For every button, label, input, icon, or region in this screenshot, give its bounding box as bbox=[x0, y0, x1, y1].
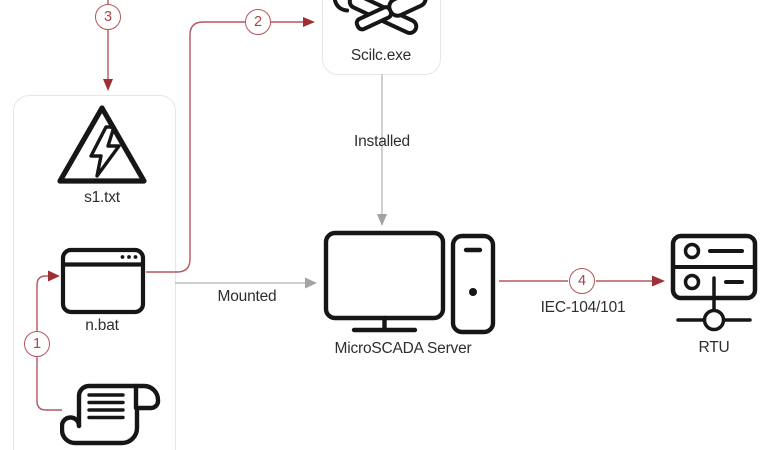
app-window-icon bbox=[60, 247, 146, 315]
step-marker-4: 4 bbox=[569, 268, 595, 294]
installed-edge-label: Installed bbox=[354, 133, 410, 150]
mounted-edge-label: Mounted bbox=[217, 288, 277, 305]
warning-triangle-icon bbox=[57, 105, 147, 184]
flow-step2-line bbox=[146, 17, 315, 273]
microscada-label: MicroSCADA Server bbox=[334, 340, 472, 357]
s1txt-label: s1.txt bbox=[84, 189, 120, 206]
flow-step4-line bbox=[499, 275, 665, 287]
server-rack-network-icon bbox=[670, 233, 758, 332]
flow-step1-line bbox=[36, 270, 62, 411]
scilc-label: Scilc.exe bbox=[350, 47, 412, 64]
installed-line bbox=[377, 74, 387, 226]
crossed-tools-icon bbox=[333, 0, 428, 35]
scroll-icon bbox=[60, 383, 161, 446]
nbat-label: n.bat bbox=[85, 317, 119, 334]
mounted-line bbox=[175, 277, 317, 289]
monitor-icon bbox=[323, 230, 446, 333]
step-marker-1: 1 bbox=[24, 331, 50, 357]
step-marker-2: 2 bbox=[245, 9, 271, 35]
iec-edge-label: IEC-104/101 bbox=[540, 299, 626, 316]
tower-pc-icon bbox=[450, 233, 496, 335]
step-marker-3: 3 bbox=[95, 4, 121, 30]
flow-step3-line bbox=[103, 0, 113, 91]
rtu-label: RTU bbox=[698, 339, 730, 356]
